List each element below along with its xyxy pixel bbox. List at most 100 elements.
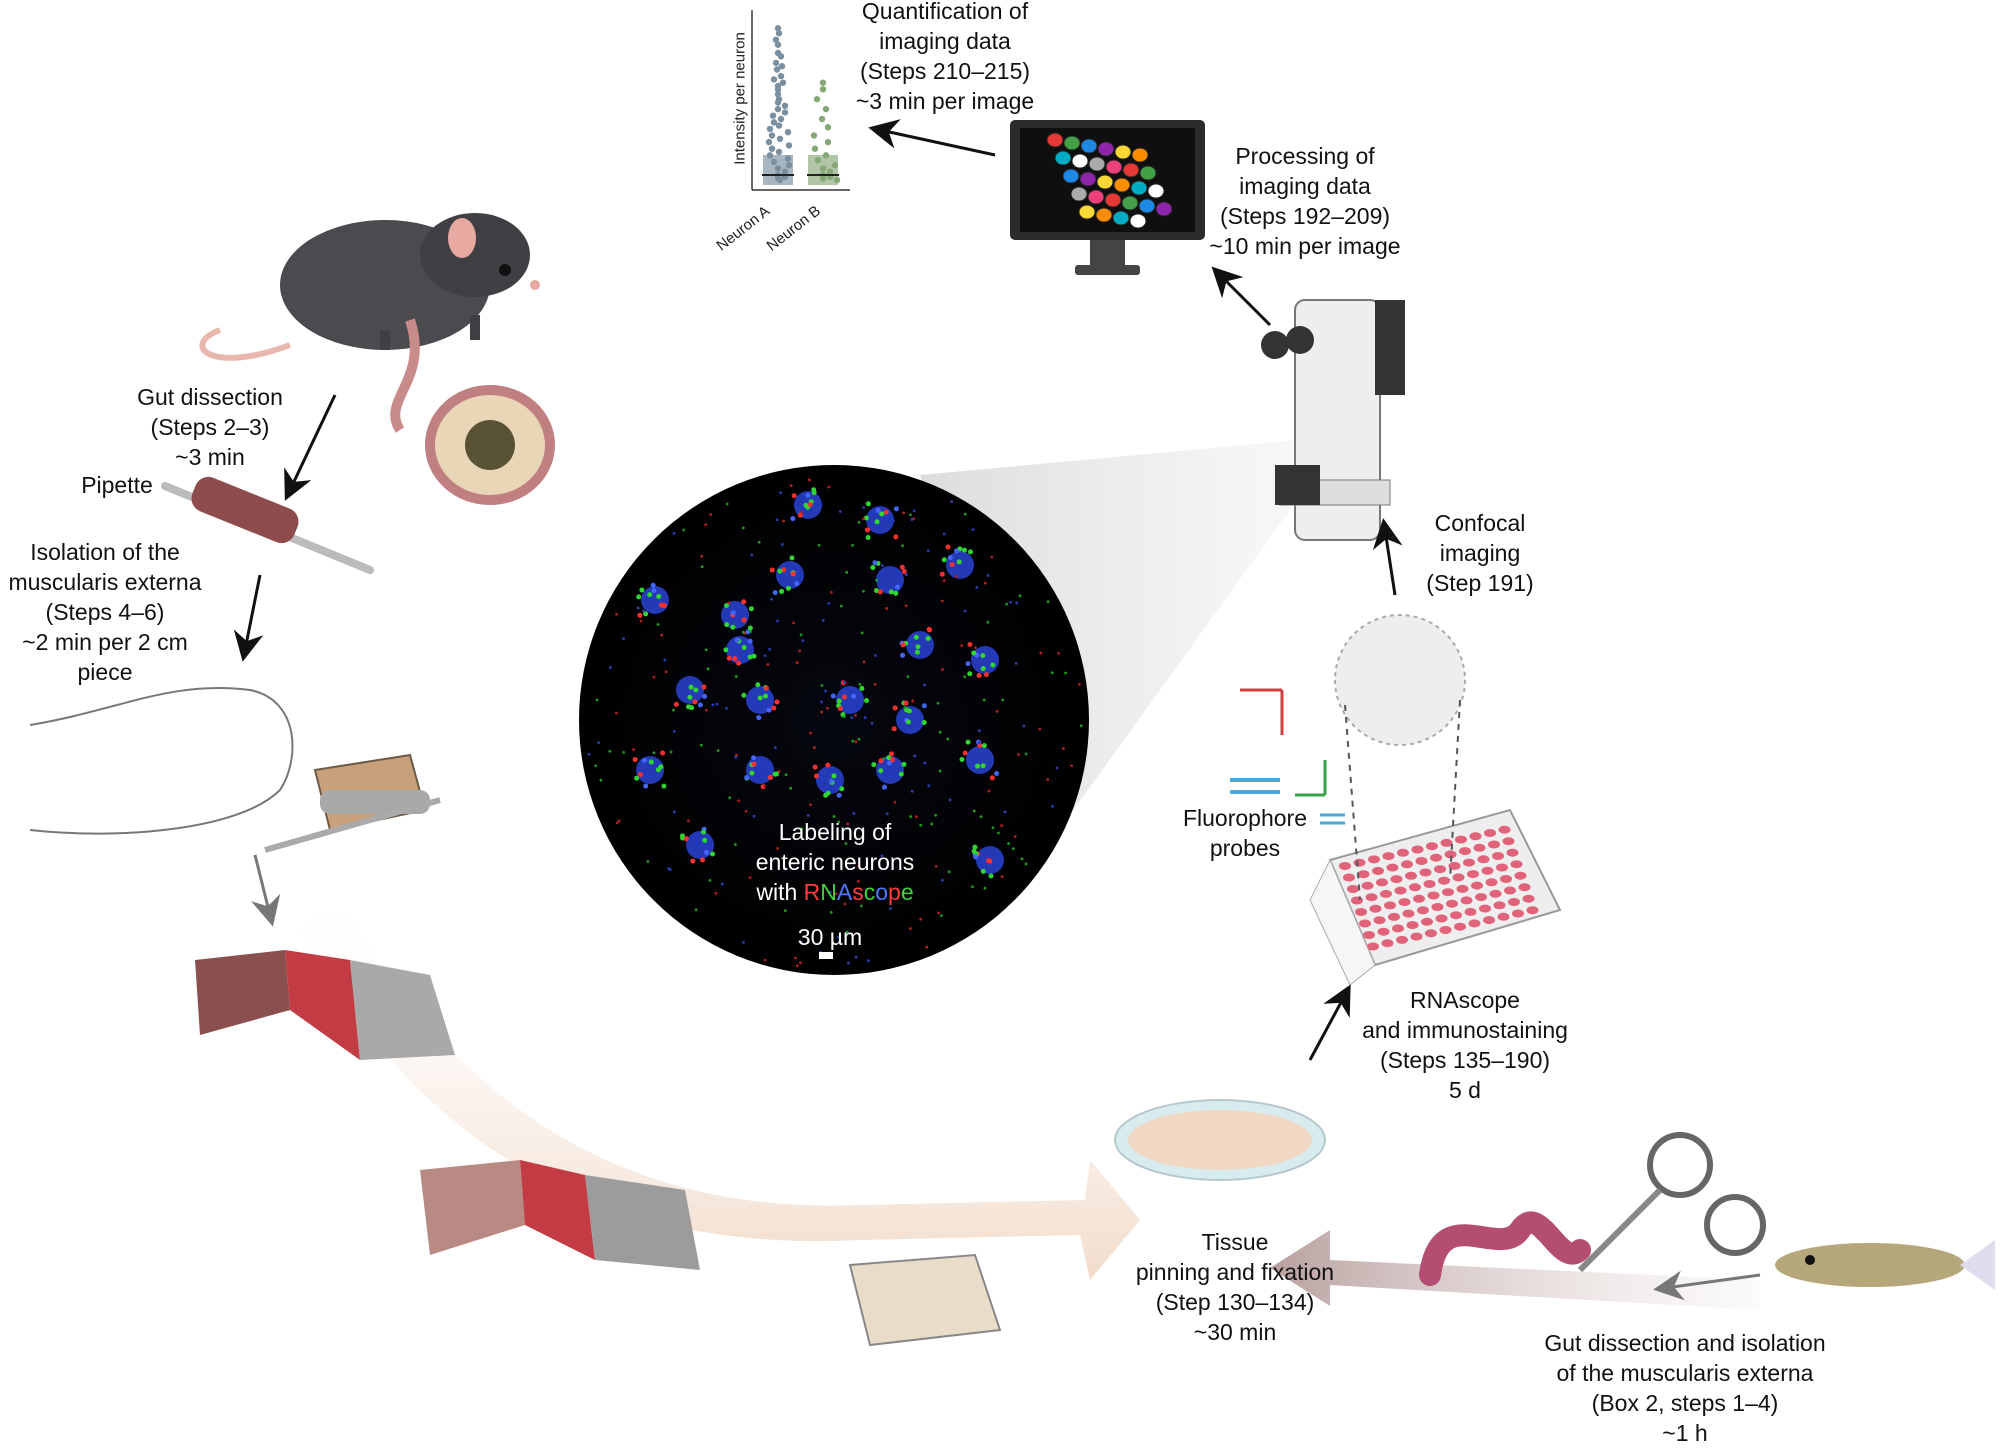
plate-well xyxy=(1415,857,1428,865)
plate-well xyxy=(1475,893,1487,902)
background-puncta xyxy=(779,491,782,495)
plate-well xyxy=(1506,848,1519,857)
rna-puncta xyxy=(980,653,986,659)
rna-puncta xyxy=(774,771,780,777)
rnascope-line3: (Steps 135–190) xyxy=(1379,1047,1551,1073)
zebrafish-dissection-label: Gut dissection and isolation of the musc… xyxy=(1520,1328,1850,1448)
rna-puncta xyxy=(774,699,780,705)
background-puncta xyxy=(734,675,738,678)
background-puncta xyxy=(795,661,799,665)
plate-well xyxy=(1456,884,1469,893)
background-puncta xyxy=(768,647,772,651)
rna-puncta xyxy=(636,594,642,600)
plot-point xyxy=(778,62,786,70)
rnascope-line4: 5 d xyxy=(1449,1077,1481,1103)
plot-point xyxy=(777,53,785,60)
background-puncta xyxy=(977,741,981,745)
background-puncta xyxy=(664,670,668,674)
background-puncta xyxy=(909,815,912,818)
rna-puncta xyxy=(898,771,904,777)
background-puncta xyxy=(714,891,718,895)
micrograph-line2: enteric neurons xyxy=(755,849,915,875)
background-puncta xyxy=(800,511,804,514)
rna-puncta xyxy=(726,655,732,661)
plate-well xyxy=(1510,860,1523,869)
plate-well xyxy=(1409,883,1421,892)
background-puncta xyxy=(727,601,731,605)
background-puncta xyxy=(942,532,946,536)
tissue-layers-illustration xyxy=(195,950,1002,1347)
segmented-cell xyxy=(1079,171,1097,187)
rna-puncta xyxy=(983,672,989,678)
rnascope-step-label: RNAscope and immunostaining (Steps 135–1… xyxy=(1350,985,1580,1105)
gut-dissection-line3: ~3 min xyxy=(175,444,245,470)
plate-well xyxy=(1471,881,1483,890)
rna-puncta xyxy=(874,519,880,525)
rna-puncta xyxy=(747,638,753,644)
rna-puncta xyxy=(899,564,905,570)
background-puncta xyxy=(857,737,861,741)
rna-puncta xyxy=(637,612,643,618)
rna-puncta xyxy=(789,555,795,561)
background-puncta xyxy=(820,710,824,714)
background-puncta xyxy=(858,682,862,686)
rna-puncta xyxy=(863,515,869,521)
background-puncta xyxy=(609,666,612,669)
rna-puncta xyxy=(767,774,773,780)
plate-well xyxy=(1411,845,1424,854)
quantification-label: Quantification of imaging data (Steps 21… xyxy=(845,0,1045,116)
background-puncta xyxy=(1011,847,1015,851)
plate-well xyxy=(1493,901,1506,910)
background-puncta xyxy=(846,822,850,826)
confocal-line1: Confocal xyxy=(1434,510,1526,536)
segmented-cell xyxy=(1063,135,1081,151)
rna-puncta xyxy=(886,760,892,766)
rna-puncta xyxy=(690,858,696,864)
rna-puncta xyxy=(790,571,796,577)
background-puncta xyxy=(800,827,804,831)
background-puncta xyxy=(934,864,938,868)
isolation-label: Isolation of the muscularis externa (Ste… xyxy=(0,537,210,687)
background-puncta xyxy=(851,739,855,743)
processing-label: Processing of imaging data (Steps 192–20… xyxy=(1200,141,1410,261)
background-puncta xyxy=(850,716,854,720)
rna-puncta xyxy=(745,629,751,635)
quantification-line2: imaging data xyxy=(879,28,1011,54)
rna-puncta xyxy=(927,627,933,633)
background-puncta xyxy=(716,749,720,752)
background-puncta xyxy=(734,843,737,846)
background-puncta xyxy=(973,646,977,650)
plot-point xyxy=(813,96,821,103)
segmented-cell xyxy=(1105,159,1123,175)
background-puncta xyxy=(960,644,964,647)
rna-puncta xyxy=(888,589,894,595)
background-puncta xyxy=(939,914,943,917)
plate-well xyxy=(1498,825,1511,834)
background-puncta xyxy=(734,755,738,759)
background-puncta xyxy=(632,748,636,751)
segmented-cell xyxy=(1130,180,1148,196)
rna-puncta xyxy=(837,706,843,712)
background-puncta xyxy=(780,542,784,546)
rna-puncta xyxy=(650,582,656,588)
rna-puncta xyxy=(841,694,847,700)
background-puncta xyxy=(1014,661,1018,665)
background-puncta xyxy=(741,630,745,634)
rna-puncta xyxy=(914,649,920,655)
background-puncta xyxy=(1024,752,1028,756)
background-puncta xyxy=(972,809,976,813)
rna-puncta xyxy=(749,770,755,776)
background-puncta xyxy=(725,706,728,710)
plate-well xyxy=(1514,871,1527,880)
probe-icons xyxy=(1230,688,1345,825)
background-puncta xyxy=(827,778,830,782)
background-puncta xyxy=(836,935,840,939)
plate-well xyxy=(1397,848,1409,857)
confocal-line2: imaging xyxy=(1439,540,1521,566)
background-puncta xyxy=(1020,857,1024,861)
background-puncta xyxy=(1003,810,1007,814)
background-puncta xyxy=(1051,804,1055,808)
plate-well xyxy=(1386,863,1399,872)
background-puncta xyxy=(715,702,719,706)
plate-well xyxy=(1438,876,1450,885)
